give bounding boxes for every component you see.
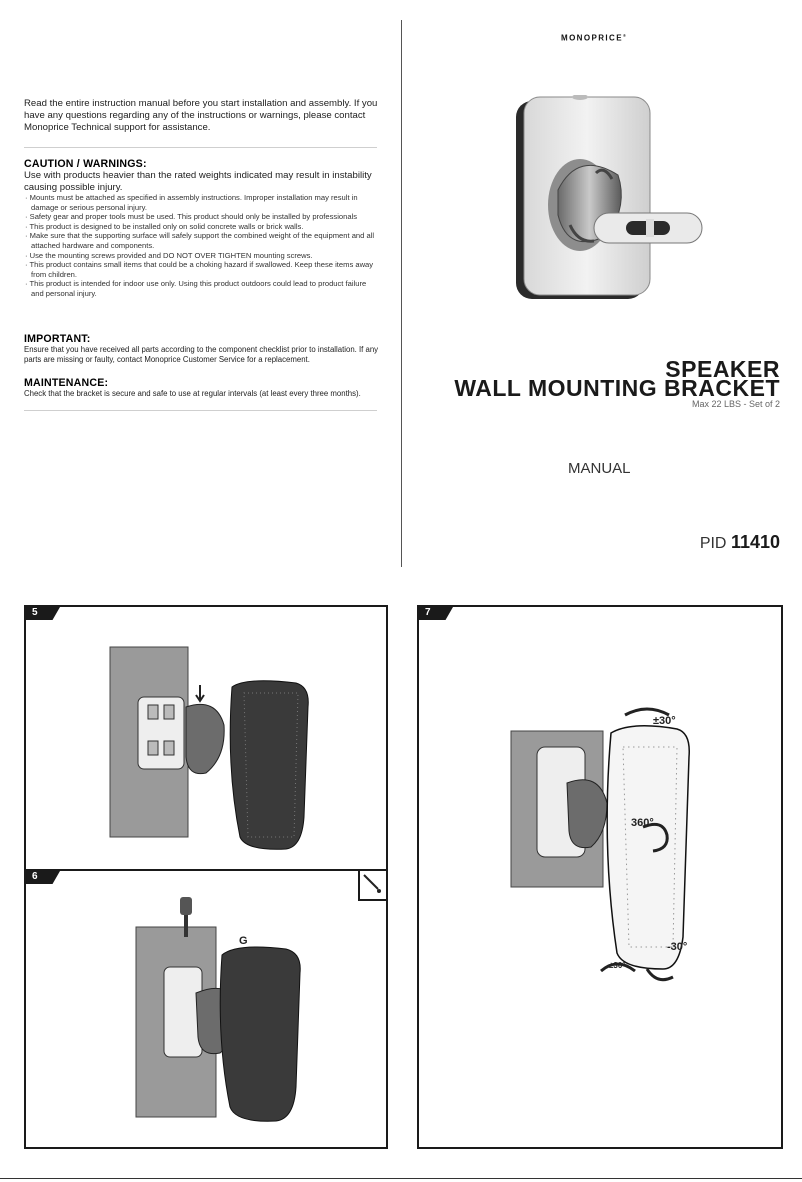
title-speaker: SPEAKER bbox=[665, 356, 780, 382]
step5-illustration bbox=[109, 646, 309, 850]
caution-bullet: · This product is designed to be install… bbox=[25, 221, 304, 231]
rotation-360: 360° bbox=[631, 817, 654, 829]
step-number: 5 bbox=[32, 607, 38, 618]
page-bottom-rule bbox=[0, 1178, 802, 1179]
trademark-mark: ® bbox=[622, 33, 628, 38]
panel-divider bbox=[26, 869, 386, 871]
brand-name: MONOPRICE bbox=[561, 33, 623, 43]
intro-text: Read the entire instruction manual befor… bbox=[24, 98, 378, 133]
caution-heading: CAUTION / WARNINGS: bbox=[24, 158, 147, 170]
caution-bullet: · Mounts must be attached as specified i… bbox=[25, 193, 358, 212]
caution-bullet: · This product is intended for indoor us… bbox=[25, 279, 367, 298]
center-fold-line bbox=[401, 20, 402, 567]
swivel-arrow-icon bbox=[600, 962, 636, 973]
divider bbox=[24, 147, 377, 148]
pid-label: PID bbox=[699, 535, 727, 552]
part-label-g: G bbox=[239, 935, 248, 947]
important-heading: IMPORTANT: bbox=[24, 333, 91, 345]
brand-logo: MONOPRICE® bbox=[561, 33, 627, 43]
important-text: Ensure that you have received all parts … bbox=[24, 345, 379, 364]
step-badge: 6 bbox=[26, 871, 60, 884]
step-panel-right: 7 ±30° 360° -30° ±30° bbox=[417, 605, 783, 1149]
step-panel-left: 5 6 G bbox=[24, 605, 388, 1149]
subtitle: Max 22 LBS - Set of 2 bbox=[691, 399, 780, 409]
caution-section: CAUTION / WARNINGS: Use with products he… bbox=[24, 158, 380, 299]
step7-illustration bbox=[510, 707, 690, 982]
important-section: IMPORTANT: Ensure that you have received… bbox=[24, 333, 380, 365]
caution-bullet: · Use the mounting screws provided and D… bbox=[25, 250, 313, 260]
pid: PID 11410 bbox=[700, 532, 780, 553]
step-badge: 7 bbox=[419, 607, 453, 620]
step-badge: 5 bbox=[26, 607, 60, 620]
caution-bullet: · This product contains small items that… bbox=[25, 260, 374, 279]
caution-lead: Use with products heavier than the rated… bbox=[24, 170, 372, 193]
step-number: 6 bbox=[32, 871, 38, 882]
manual-label: MANUAL bbox=[568, 460, 631, 477]
tool-icon bbox=[358, 871, 386, 901]
caution-bullet: · Safety gear and proper tools must be u… bbox=[25, 212, 358, 222]
divider bbox=[24, 410, 377, 411]
rotation-tilt-bottom: -30° bbox=[667, 941, 688, 953]
caution-bullet: · Make sure that the supporting surface … bbox=[25, 231, 375, 250]
step-number: 7 bbox=[425, 607, 431, 618]
bracket-photo bbox=[516, 95, 703, 299]
maintenance-text: Check that the bracket is secure and saf… bbox=[24, 389, 361, 398]
title-wall-mounting-bracket: WALL MOUNTING BRACKET bbox=[454, 375, 780, 401]
rotation-swivel: ±30° bbox=[609, 961, 626, 970]
maintenance-heading: MAINTENANCE: bbox=[24, 377, 109, 389]
rotation-tilt-top: ±30° bbox=[653, 715, 676, 727]
maintenance-section: MAINTENANCE: Check that the bracket is s… bbox=[24, 377, 380, 399]
pid-number: 11410 bbox=[730, 532, 780, 552]
step6-illustration bbox=[135, 897, 301, 1122]
